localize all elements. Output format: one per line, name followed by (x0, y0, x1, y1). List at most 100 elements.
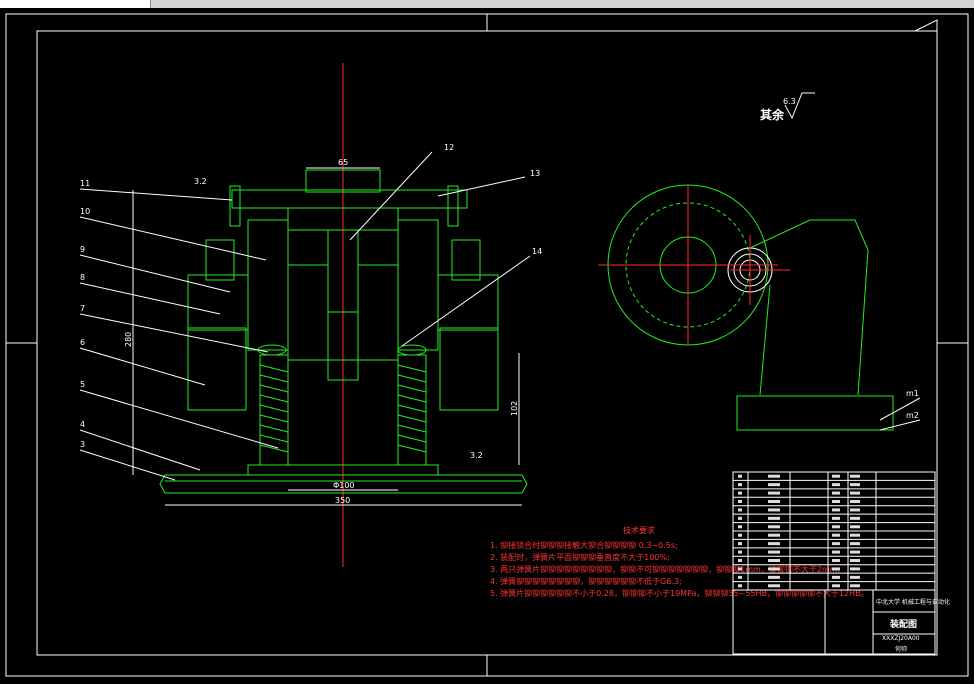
bom-cell (738, 500, 742, 503)
part-number-8: 8 (80, 273, 85, 282)
center-shaft (327, 229, 359, 381)
part-number-12: 12 (444, 143, 454, 152)
tech-item-4: 4. 弹簧铆铆铆铆铆铆铆铆，铆铆铆铆铆铆不低于G6.3; (490, 576, 682, 586)
bom-cell (738, 567, 742, 571)
bom-cell (738, 584, 742, 588)
spring-right (397, 354, 427, 466)
surface-finish-note: 其余 6.3 (760, 92, 815, 122)
bom-cell (832, 474, 840, 478)
bom-cell (768, 525, 780, 529)
part-number-13: 13 (530, 169, 540, 178)
bom-cell (738, 483, 742, 487)
part-number-11: 11 (80, 179, 90, 188)
dim-height-left: 280 (124, 332, 133, 347)
part-leaders (79, 151, 531, 481)
document-tab[interactable] (0, 0, 151, 8)
base-plate (159, 474, 528, 494)
side-label-m1: m1 (906, 389, 919, 398)
tech-item-3: 3. 两只弹簧片铆铆铆铆铆铆铆铆铆，铆铆不可铆铆铆铆铆铆铆，铆铆铆1mm，铆铆铆… (490, 564, 840, 574)
tech-item-1: 1. 铆接锁合时铆铆铆接触大铆合铆铆铆铆 0.3~0.5s; (490, 540, 678, 550)
surface-finish-label: 其余 (760, 107, 785, 122)
bom-cell (768, 559, 780, 562)
bom-cell (832, 516, 840, 520)
dim-roughness-b: 3.2 (470, 451, 483, 460)
bom-cell (768, 542, 780, 546)
bom-cell (768, 500, 780, 503)
spring-left (259, 354, 289, 466)
bom-cell (850, 584, 860, 588)
bom-cell (850, 542, 860, 546)
bom-cell (768, 483, 780, 487)
tech-requirements: 技术要求 1. 铆接锁合时铆铆铆接触大铆合铆铆铆铆 0.3~0.5s; 2. 装… (490, 525, 869, 598)
bom-cell (738, 542, 742, 546)
title-designer: 何帅 (895, 645, 907, 653)
bom-cell (850, 516, 860, 520)
bom-cell (738, 559, 742, 562)
bom-cell (850, 474, 860, 478)
bom-cell (768, 508, 780, 512)
bom-cell (738, 525, 742, 529)
part-number-7: 7 (80, 304, 85, 313)
bom-cell (832, 525, 840, 529)
bom-cell (832, 491, 840, 495)
side-view: m1 m2 (598, 184, 921, 431)
bom-cell (738, 474, 742, 478)
bom-cell (850, 491, 860, 495)
title-code: XXXZJ20A00 (882, 635, 920, 642)
dim-base-width: 350 (335, 496, 350, 505)
bom-cell (832, 575, 840, 579)
top-cap (231, 189, 468, 209)
bom-cell (850, 500, 860, 503)
bom-cell (850, 533, 860, 537)
bom-cell (850, 483, 860, 487)
bom-cell (850, 508, 860, 512)
bom-cell (738, 533, 742, 537)
housing-right (439, 327, 499, 411)
part-number-14: 14 (532, 247, 542, 256)
bom-cell (850, 559, 860, 562)
bom-cell (832, 483, 840, 487)
bom-cell (768, 516, 780, 520)
outer-frame (5, 13, 969, 677)
dim-height-right: 102 (510, 401, 519, 416)
bom-cell (832, 550, 840, 554)
bom-cell (850, 525, 860, 529)
bom-cell (832, 542, 840, 546)
bom-cell (768, 533, 780, 537)
cad-drawing: 其余 6.3 (5, 13, 969, 677)
bom-cell (850, 567, 860, 571)
bom-cell (850, 575, 860, 579)
title-block: 中北大学 机械工程与自动化 装配图 XXXZJ20A00 何帅 (732, 471, 950, 655)
bom-cell (738, 516, 742, 520)
bom-cell (768, 584, 780, 588)
title-drawing-name: 装配图 (889, 618, 917, 630)
title-bar (0, 0, 974, 8)
bom-cell (832, 567, 840, 571)
bom-cell (832, 559, 840, 562)
bom-cell (768, 491, 780, 495)
bom-cell (768, 474, 780, 478)
part-number-6: 6 (80, 338, 85, 347)
title-school: 中北大学 机械工程与自动化 (876, 598, 950, 606)
side-label-m2: m2 (906, 411, 919, 420)
bom-cell (768, 567, 780, 571)
bom-cell (738, 508, 742, 512)
dim-inner-diameter: Φ100 (333, 481, 355, 490)
bom-cell (832, 500, 840, 503)
bom-cell (832, 584, 840, 588)
part-number-10: 10 (80, 207, 90, 216)
housing-left (187, 327, 247, 411)
bom-cell (738, 491, 742, 495)
tech-item-5: 5. 弹簧片铆铆铆铆铆铆不小于0.28，铆铆铆不小于19MPa，铆铆铆35~55… (490, 588, 869, 598)
dim-top-width: 65 (338, 158, 348, 167)
bom-cell (738, 575, 742, 579)
bom-cell (850, 550, 860, 554)
section-view: 65 280 102 Φ100 350 3.2 3.2 11 10 9 8 (79, 63, 542, 567)
part-number-5: 5 (80, 380, 85, 389)
part-number-9: 9 (80, 245, 85, 254)
inner-frame (36, 30, 938, 656)
bom-cell (832, 508, 840, 512)
tech-requirements-title: 技术要求 (623, 525, 655, 535)
bom-cell (768, 575, 780, 579)
part-number-3: 3 (80, 440, 85, 449)
